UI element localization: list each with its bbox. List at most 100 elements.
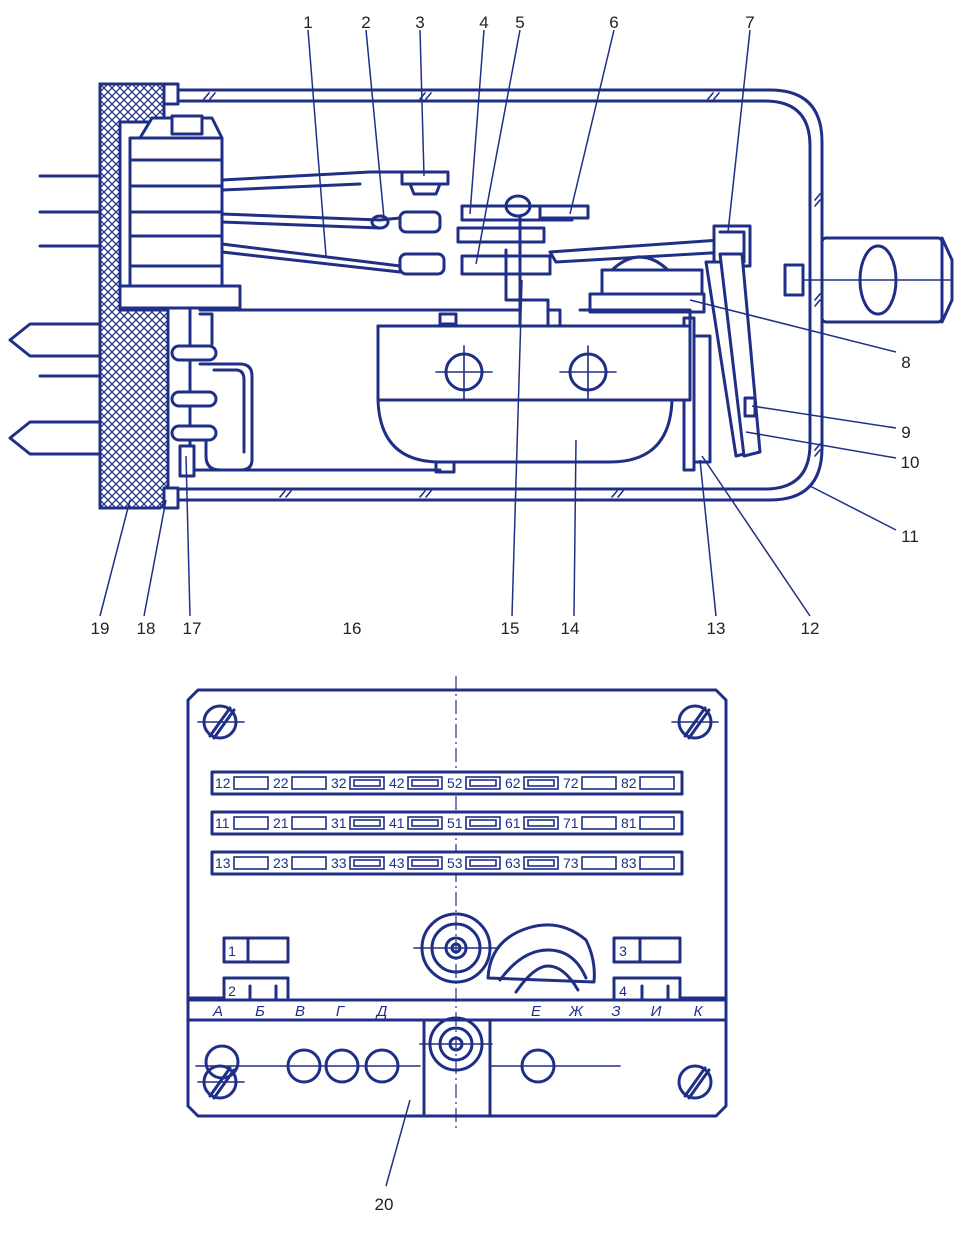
- callout-4: 4: [479, 13, 488, 32]
- letter-i: И: [651, 1003, 662, 1020]
- front-panel-outline: [186, 688, 728, 1118]
- callout-2: 2: [361, 13, 370, 32]
- corner-screws: [197, 704, 719, 1100]
- terminal-contact: [353, 779, 381, 787]
- callout-13: 13: [707, 619, 726, 638]
- terminal-slot: [581, 776, 617, 790]
- adjustment-knob: [783, 236, 954, 324]
- terminal-slot: [291, 816, 327, 830]
- terminal-label: 11: [215, 815, 230, 831]
- terminal-slot: [465, 856, 501, 870]
- magnet-frame: [198, 298, 692, 474]
- letter-zh: Ж: [568, 1003, 584, 1020]
- letter-z: З: [611, 1003, 620, 1020]
- terminal-slot: [465, 776, 501, 790]
- callout-16: 16: [343, 619, 362, 638]
- leader-lines: [99, 29, 897, 617]
- terminal-slot: [233, 856, 269, 870]
- switch-1-label: 1: [228, 943, 236, 959]
- callout-7: 7: [745, 13, 754, 32]
- terminal-slot: [523, 816, 559, 830]
- terminal-label: 52: [447, 775, 463, 791]
- terminal-slot: [581, 816, 617, 830]
- callout-17: 17: [183, 619, 202, 638]
- callout-12: 12: [801, 619, 820, 638]
- letter-k: К: [694, 1003, 704, 1020]
- terminal-slot: [639, 776, 675, 790]
- letter-b: Б: [255, 1003, 265, 1020]
- terminal-contact: [411, 859, 439, 867]
- terminal-slot: [407, 856, 443, 870]
- center-rotary: [413, 912, 596, 994]
- terminal-label: 81: [621, 815, 637, 831]
- terminal-label: 82: [621, 775, 637, 791]
- terminal-contact: [469, 779, 497, 787]
- terminal-contact: [353, 859, 381, 867]
- terminal-label: 23: [273, 855, 289, 871]
- chassis: [170, 308, 442, 478]
- terminal-row-3: [210, 850, 684, 876]
- switch-3-label: 3: [619, 943, 627, 959]
- terminal-label: 61: [505, 815, 521, 831]
- terminal-slot: [349, 776, 385, 790]
- terminal-label: 63: [505, 855, 521, 871]
- terminal-label: 71: [563, 815, 579, 831]
- letter-v: В: [295, 1003, 305, 1020]
- callout-5: 5: [515, 13, 524, 32]
- relay-section-view: 1 2 3 4 5 6 7 8 9 10 11 12 13 14 15 16 1…: [8, 13, 954, 638]
- contact-springs: [220, 170, 450, 276]
- bottom-letters: А Б В Г Д Е Ж З И К: [212, 1003, 704, 1020]
- terminal-slot: [291, 776, 327, 790]
- leader-20: [385, 1099, 411, 1187]
- terminal-slot: [349, 816, 385, 830]
- terminal-slot: [349, 856, 385, 870]
- terminal-contact: [353, 819, 381, 827]
- casing-inner-wall: [178, 99, 812, 491]
- spring-plates: [682, 252, 762, 472]
- letter-g: Г: [336, 1003, 346, 1020]
- terminal-slot: [465, 816, 501, 830]
- callout-11: 11: [901, 527, 919, 546]
- switch-4-label: 4: [619, 983, 627, 999]
- bottom-holes: [195, 1016, 621, 1118]
- seal-bottom: [162, 486, 180, 510]
- terminal-slot: [407, 776, 443, 790]
- terminal-slot: [581, 856, 617, 870]
- terminal-label: 51: [447, 815, 463, 831]
- terminal-label: 13: [215, 855, 231, 871]
- armature-mechanism: [456, 194, 752, 314]
- terminal-slot: [407, 816, 443, 830]
- terminal-label: 53: [447, 855, 463, 871]
- callout-6: 6: [609, 13, 618, 32]
- pins: [8, 174, 102, 456]
- terminal-label: 43: [389, 855, 405, 871]
- callout-19: 19: [91, 619, 110, 638]
- callout-8: 8: [901, 353, 910, 372]
- terminal-label: 21: [273, 815, 289, 831]
- terminal-contact: [527, 859, 555, 867]
- terminal-contact: [411, 779, 439, 787]
- terminal-label: 33: [331, 855, 347, 871]
- callout-9: 9: [901, 423, 910, 442]
- seal-top: [162, 82, 180, 106]
- callout-labels: 1 2 3 4 5 6 7 8 9 10 11 12 13 14 15 16 1…: [91, 13, 920, 638]
- letter-a: А: [212, 1003, 223, 1020]
- terminal-contact: [527, 819, 555, 827]
- terminal-label: 32: [331, 775, 347, 791]
- terminal-slot: [233, 776, 269, 790]
- terminal-row-2: [210, 810, 684, 836]
- terminal-label: 41: [389, 815, 405, 831]
- letter-d: Д: [375, 1003, 388, 1020]
- terminal-slot: [523, 856, 559, 870]
- terminal-label: 73: [563, 855, 579, 871]
- terminal-label: 72: [563, 775, 579, 791]
- callout-1: 1: [303, 13, 312, 32]
- terminal-label: 62: [505, 775, 521, 791]
- callout-15: 15: [501, 619, 520, 638]
- terminal-label: 12: [215, 775, 231, 791]
- terminal-slot: [523, 776, 559, 790]
- terminal-slot: [291, 856, 327, 870]
